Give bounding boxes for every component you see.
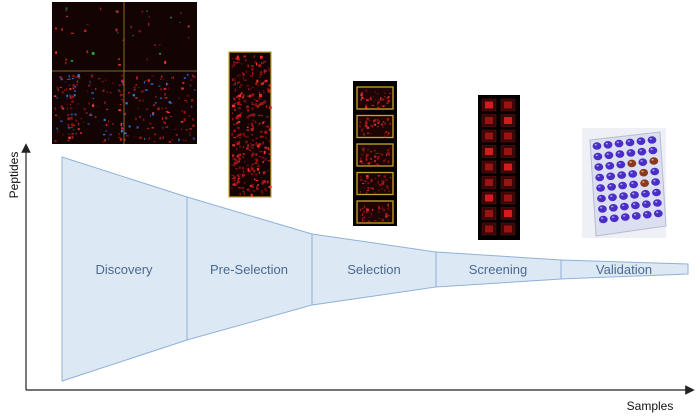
validation-plate-image [582,128,667,238]
screening-array-image [478,95,520,240]
axes: Peptides Samples [7,143,695,413]
preselection-array-image [228,51,272,198]
selection-array-image [353,81,397,226]
stage-labels: Discovery Pre-Selection Selection Screen… [95,262,652,277]
stage-label-selection: Selection [347,262,400,277]
funnel-segment-validation [560,259,689,280]
funnel [61,156,689,382]
stage-label-validation: Validation [596,262,652,277]
stage-label-screening: Screening [469,262,528,277]
discovery-array-image [52,2,197,144]
stage-label-preselection: Pre-Selection [210,262,288,277]
stage-label-discovery: Discovery [95,262,153,277]
y-axis-label: Peptides [7,152,21,199]
x-axis-label: Samples [627,399,674,413]
